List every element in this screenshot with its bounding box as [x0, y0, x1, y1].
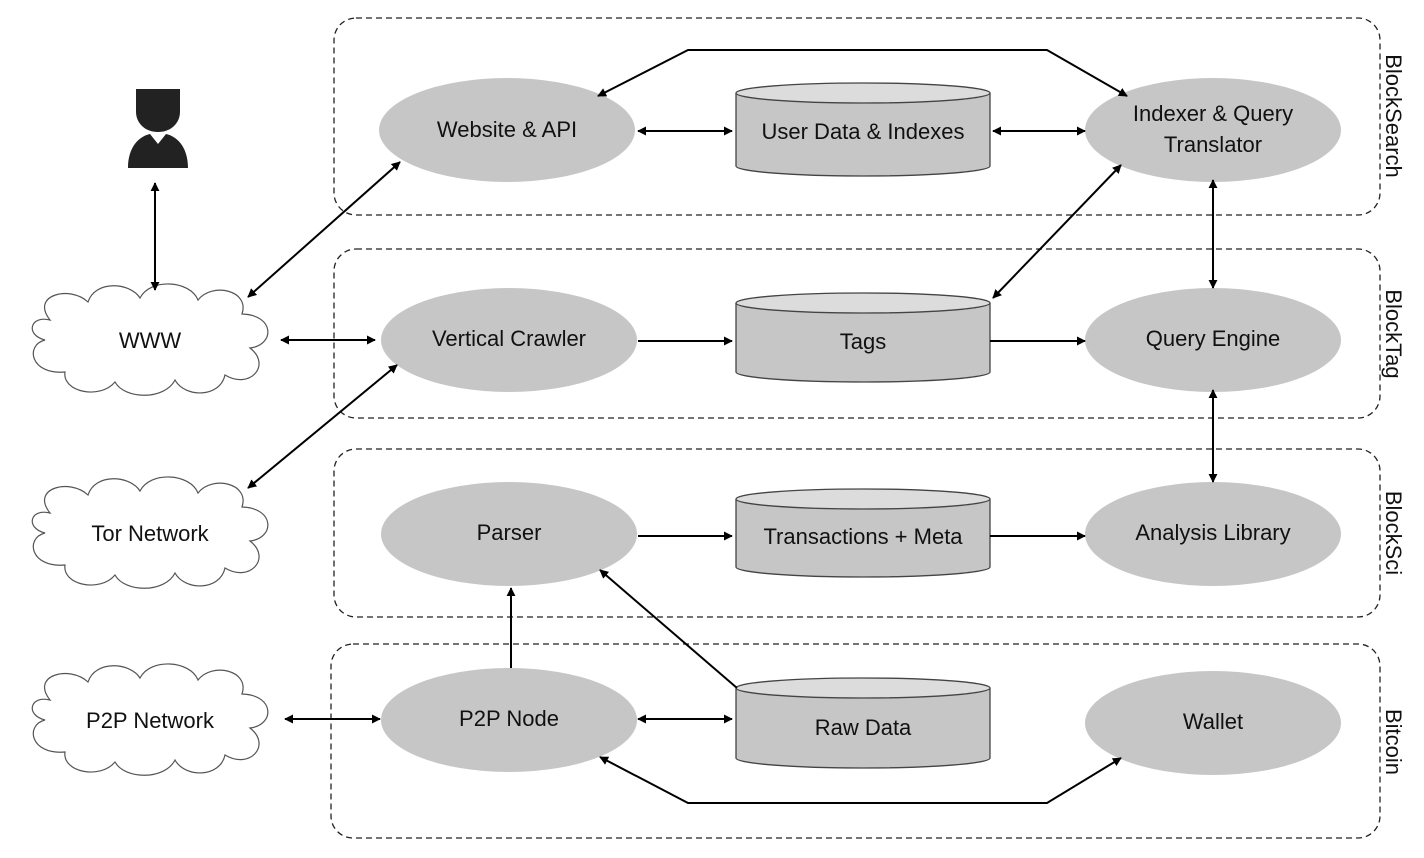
db-tags: Tags: [735, 292, 991, 383]
indexer-label-line2: Translator: [1164, 132, 1262, 157]
connections: [150, 49, 1218, 804]
tor-network-label: Tor Network: [91, 521, 209, 546]
p2p-network-label: P2P Network: [86, 708, 215, 733]
node-query-engine: Query Engine: [1085, 288, 1341, 392]
node-p2p-node: P2P Node: [381, 668, 637, 772]
layer-label-bitcoin: Bitcoin: [1381, 709, 1406, 775]
raw-data-label: Raw Data: [815, 715, 912, 740]
layer-label-blocksci: BlockSci: [1381, 491, 1406, 575]
layer-box-blocksci: [333, 448, 1381, 618]
www-label: WWW: [119, 328, 182, 353]
layer-box-bitcoin: [330, 643, 1381, 839]
db-user-data-indexes: User Data & Indexes: [735, 82, 991, 177]
layer-bitcoin: Bitcoin: [330, 643, 1406, 839]
user-icon: [128, 89, 188, 168]
arrow-rawdata-parser: [599, 569, 738, 689]
node-website-api: Website & API: [379, 78, 635, 182]
arrow-tags-indexer: [992, 164, 1122, 299]
wallet-label: Wallet: [1183, 709, 1243, 734]
analysis-library-label: Analysis Library: [1135, 520, 1290, 545]
tags-label: Tags: [840, 329, 886, 354]
layer-box-blocktag: [333, 248, 1381, 419]
transactions-meta-label: Transactions + Meta: [763, 524, 963, 549]
arrow-p2pnode-wallet-bottom: [599, 756, 1122, 804]
user-data-indexes-label: User Data & Indexes: [762, 119, 965, 144]
arrow-website-indexer-top: [597, 49, 1128, 97]
layer-label-blocksearch: BlockSearch: [1381, 54, 1406, 178]
p2p-node-label: P2P Node: [459, 706, 559, 731]
layer-blocksci: BlockSci: [333, 448, 1406, 618]
arrow-tor-crawler: [247, 364, 398, 489]
layer-box-blocksearch: [333, 17, 1381, 216]
cloud-tor-network: Tor Network: [31, 476, 269, 589]
layer-label-blocktag: BlockTag: [1381, 289, 1406, 378]
parser-label: Parser: [477, 520, 542, 545]
arrow-www-website: [247, 161, 401, 298]
layer-blocksearch: BlockSearch: [333, 17, 1406, 216]
db-transactions-meta: Transactions + Meta: [735, 488, 991, 578]
node-vertical-crawler: Vertical Crawler: [381, 288, 637, 392]
query-engine-label: Query Engine: [1146, 326, 1281, 351]
db-raw-data: Raw Data: [735, 677, 991, 769]
indexer-label-line1: Indexer & Query: [1133, 101, 1293, 126]
node-indexer-query-translator: Indexer & Query Translator: [1085, 78, 1341, 182]
website-api-label: Website & API: [437, 117, 577, 142]
vertical-crawler-label: Vertical Crawler: [432, 326, 586, 351]
node-parser: Parser: [381, 482, 637, 586]
cloud-www: WWW: [31, 283, 269, 396]
node-analysis-library: Analysis Library: [1085, 482, 1341, 586]
node-wallet: Wallet: [1085, 671, 1341, 775]
layer-blocktag: BlockTag: [333, 248, 1406, 419]
cloud-p2p-network: P2P Network: [31, 663, 269, 776]
